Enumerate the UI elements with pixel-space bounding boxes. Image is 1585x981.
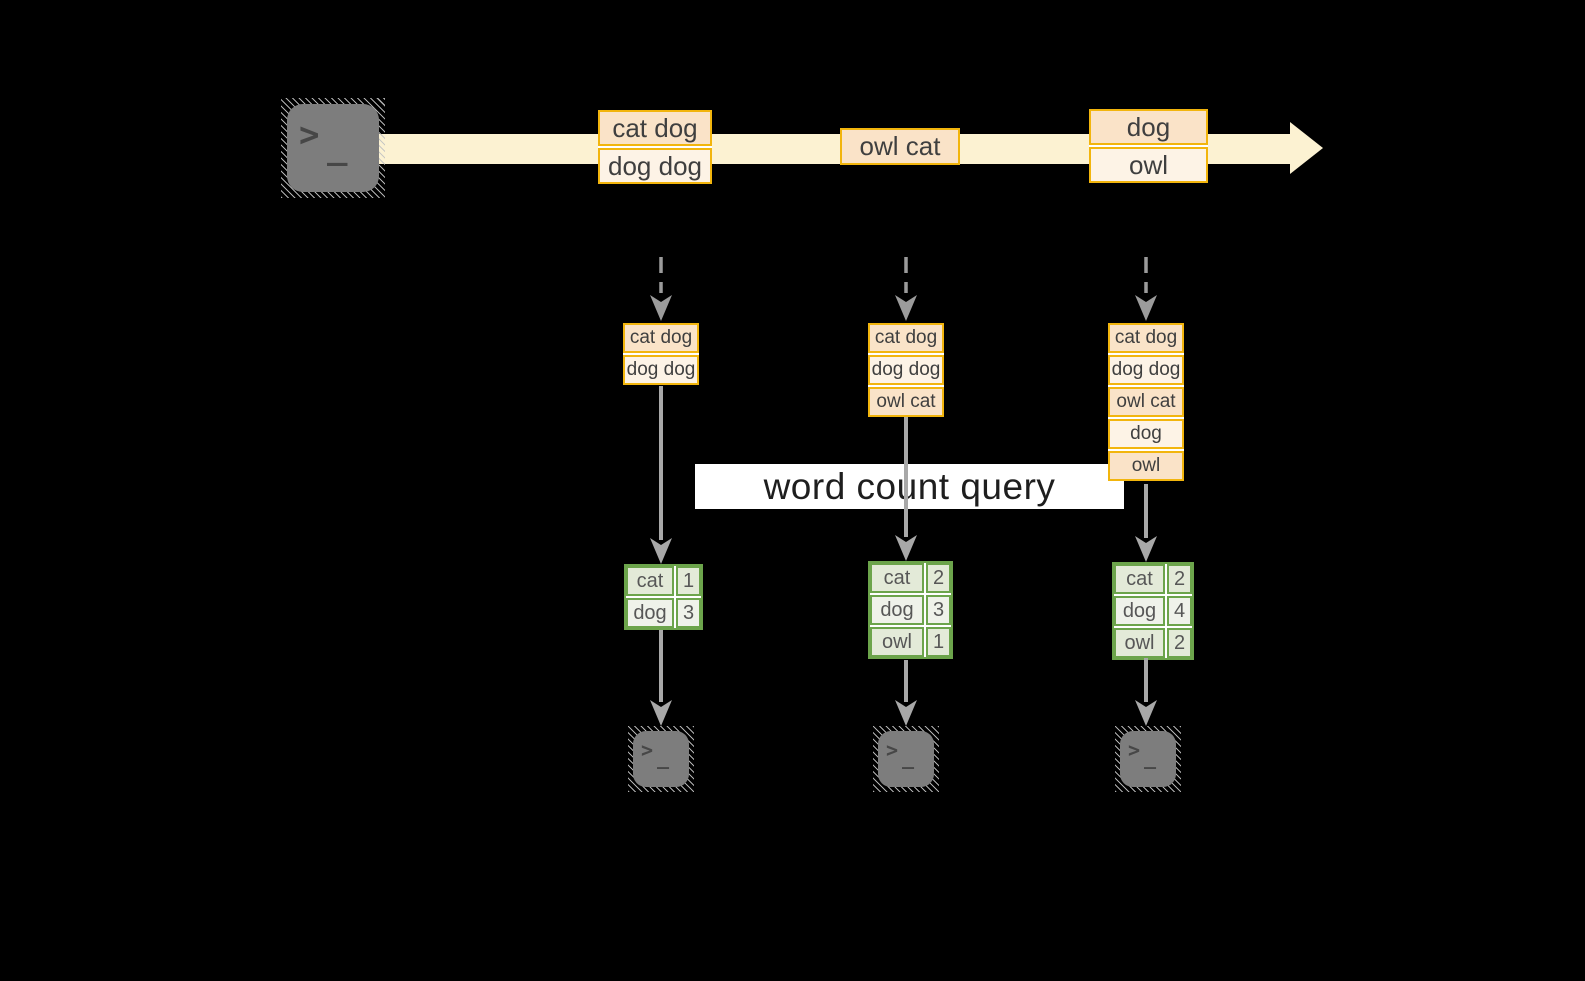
accumulated-record: owl	[1108, 451, 1184, 481]
count-table-2: cat 2 dog 3 owl 1	[868, 561, 953, 659]
terminal-output-icon-1: > _	[628, 726, 694, 792]
count-value-cell: 2	[1167, 564, 1192, 594]
arrow-head-icon	[650, 700, 672, 726]
prompt-chevron-icon: >	[886, 738, 899, 762]
accumulated-record: cat dog	[623, 323, 699, 353]
arrow-head-icon	[895, 295, 917, 321]
count-word-cell: dog	[870, 595, 924, 625]
stream-record: owl cat	[840, 128, 960, 165]
output-arrow-2	[895, 660, 917, 726]
stream-batch-3: dog owl	[1089, 109, 1208, 183]
accumulated-record: owl cat	[1108, 387, 1184, 417]
prompt-underscore-icon: _	[657, 745, 670, 769]
result-arrow-2	[895, 417, 917, 561]
arrow-head-icon	[650, 538, 672, 564]
stream-record: dog	[1089, 109, 1208, 145]
prompt-underscore-icon: _	[1144, 745, 1157, 769]
stream-arrowhead-icon	[1290, 122, 1323, 174]
count-word-cell: cat	[626, 566, 674, 596]
stream-batch-2: owl cat	[840, 128, 960, 165]
count-word-cell: owl	[1114, 628, 1165, 658]
output-arrow-1	[650, 630, 672, 726]
accumulated-record: cat dog	[868, 323, 944, 353]
ingest-arrow-2	[895, 257, 917, 321]
result-arrow-1	[650, 386, 672, 564]
query-label: word count query	[695, 464, 1124, 509]
count-word-cell: dog	[626, 598, 674, 628]
arrow-head-icon	[895, 535, 917, 561]
prompt-underscore-icon: _	[902, 745, 915, 769]
count-word-cell: cat	[1114, 564, 1165, 594]
prompt-chevron-icon: >	[1128, 738, 1141, 762]
count-word-cell: dog	[1114, 596, 1165, 626]
ingest-arrow-1	[650, 257, 672, 321]
result-arrow-3	[1135, 484, 1157, 562]
count-table-3: cat 2 dog 4 owl 2	[1112, 562, 1194, 660]
accumulated-record: cat dog	[1108, 323, 1184, 353]
stream-record: cat dog	[598, 110, 712, 146]
accumulated-record: dog dog	[623, 355, 699, 385]
ingest-arrow-3	[1135, 257, 1157, 321]
prompt-chevron-icon: >	[299, 115, 320, 155]
count-value-cell: 2	[926, 563, 951, 593]
count-value-cell: 3	[926, 595, 951, 625]
arrow-head-icon	[895, 700, 917, 726]
accumulated-record: dog	[1108, 419, 1184, 449]
count-word-cell: owl	[870, 627, 924, 657]
count-value-cell: 3	[676, 598, 701, 628]
stream-record: dog dog	[598, 148, 712, 184]
terminal-output-icon-2: > _	[873, 726, 939, 792]
terminal-body: > _	[878, 731, 934, 787]
arrow-head-icon	[650, 295, 672, 321]
accumulated-record: dog dog	[868, 355, 944, 385]
arrow-head-icon	[1135, 536, 1157, 562]
arrow-head-icon	[1135, 295, 1157, 321]
accumulated-records-2: cat dog dog dog owl cat	[868, 323, 944, 417]
accumulated-record: owl cat	[868, 387, 944, 417]
arrow-head-icon	[1135, 700, 1157, 726]
count-word-cell: cat	[870, 563, 924, 593]
count-value-cell: 4	[1167, 596, 1192, 626]
accumulated-records-1: cat dog dog dog	[623, 323, 699, 385]
accumulated-records-3: cat dog dog dog owl cat dog owl	[1108, 323, 1184, 481]
terminal-body: > _	[287, 104, 379, 192]
stream-batch-1: cat dog dog dog	[598, 110, 712, 184]
count-table-1: cat 1 dog 3	[624, 564, 703, 630]
prompt-underscore-icon: _	[327, 127, 348, 167]
terminal-body: > _	[1120, 731, 1176, 787]
terminal-output-icon-3: > _	[1115, 726, 1181, 792]
count-value-cell: 2	[1167, 628, 1192, 658]
stream-record: owl	[1089, 147, 1208, 183]
accumulated-record: dog dog	[1108, 355, 1184, 385]
prompt-chevron-icon: >	[641, 738, 654, 762]
count-value-cell: 1	[676, 566, 701, 596]
terminal-body: > _	[633, 731, 689, 787]
output-arrow-3	[1135, 658, 1157, 726]
count-value-cell: 1	[926, 627, 951, 657]
terminal-source-icon: > _	[281, 98, 385, 198]
